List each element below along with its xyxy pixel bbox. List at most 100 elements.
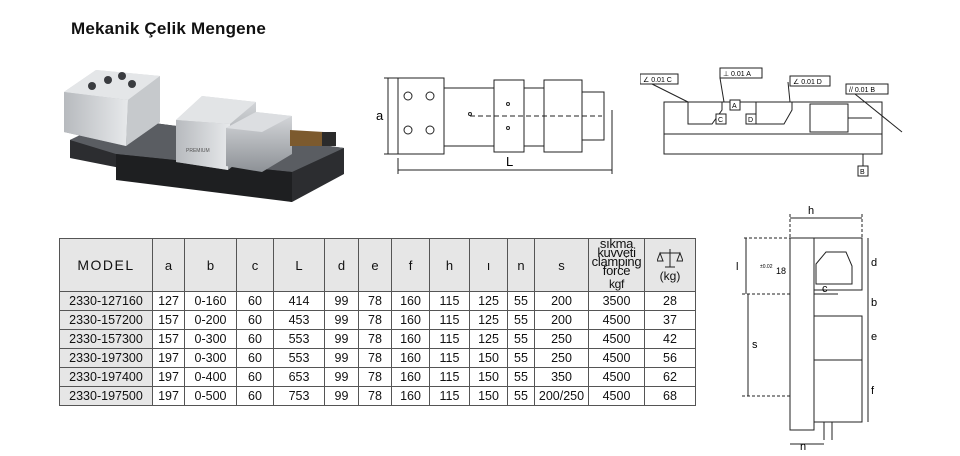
table-cell: 4500 xyxy=(588,310,645,330)
table-cell: 60 xyxy=(236,310,274,330)
table-cell: 78 xyxy=(358,291,392,311)
table-cell: 150 xyxy=(469,348,508,368)
col-header-a: a xyxy=(152,238,185,292)
table-cell: 56 xyxy=(644,348,696,368)
table-cell: 68 xyxy=(644,386,696,406)
table-cell: 160 xyxy=(391,310,430,330)
table-cell: 553 xyxy=(273,329,325,349)
col-header-clamping-force: sıkma kuvveti clamping force kgf xyxy=(588,237,645,292)
table-cell: 150 xyxy=(469,386,508,406)
table-cell: 197 xyxy=(152,348,185,368)
dim-s: s xyxy=(752,339,758,351)
table-cell: 99 xyxy=(324,291,359,311)
table-cell: 197 xyxy=(152,367,185,387)
table-cell: 553 xyxy=(273,348,325,368)
table-cell: 250 xyxy=(534,348,589,368)
table-cell: 125 xyxy=(469,310,508,330)
svg-text:A: A xyxy=(732,103,737,110)
table-cell: 2330-197500 xyxy=(59,386,153,406)
dim-e: e xyxy=(871,331,877,343)
tol-frame-2: ⊥ 0.01 A xyxy=(723,71,751,78)
table-cell: 60 xyxy=(236,329,274,349)
dim-b: b xyxy=(871,297,877,309)
table-cell: 60 xyxy=(236,386,274,406)
side-view-drawing: h l ±0.02 18 c d b e s f n xyxy=(736,205,877,452)
table-cell: 150 xyxy=(469,367,508,387)
col-header-s: s xyxy=(534,238,589,292)
table-cell: 115 xyxy=(429,310,470,330)
table-cell: 0-200 xyxy=(184,310,237,330)
scale-icon xyxy=(657,249,683,268)
table-cell: 0-500 xyxy=(184,386,237,406)
col-header-model: MODEL xyxy=(59,238,153,292)
dim-18: 18 xyxy=(776,266,786,276)
col-header-f: f xyxy=(391,238,430,292)
dim-l: l xyxy=(736,261,738,273)
table-cell: 62 xyxy=(644,367,696,387)
table-cell: 2330-127160 xyxy=(59,291,153,311)
table-cell: 4500 xyxy=(588,329,645,349)
table-cell: 125 xyxy=(469,329,508,349)
table-cell: 200 xyxy=(534,310,589,330)
table-cell: 78 xyxy=(358,329,392,349)
table-cell: 2330-197400 xyxy=(59,367,153,387)
table-cell: 160 xyxy=(391,329,430,349)
table-cell: 115 xyxy=(429,367,470,387)
table-cell: 0-300 xyxy=(184,348,237,368)
spec-table: MODEL a b c L d e f h ı n s sıkma kuvvet… xyxy=(59,237,696,406)
table-cell: 250 xyxy=(534,329,589,349)
table-cell: 2330-197300 xyxy=(59,348,153,368)
table-cell: 453 xyxy=(273,310,325,330)
table-cell: 37 xyxy=(644,310,696,330)
table-cell: 55 xyxy=(507,386,535,406)
table-cell: 414 xyxy=(273,291,325,311)
table-cell: 3500 xyxy=(588,291,645,311)
table-cell: 350 xyxy=(534,367,589,387)
table-cell: 753 xyxy=(273,386,325,406)
col-header-n: n xyxy=(507,238,535,292)
table-cell: 99 xyxy=(324,310,359,330)
table-cell: 78 xyxy=(358,310,392,330)
tol-frame-1: ∠ 0.01 C xyxy=(643,76,672,84)
tol-frame-3: ∠ 0.01 D xyxy=(793,78,822,86)
tolerance-view-drawing: ∠ 0.01 C ⊥ 0.01 A ∠ 0.01 D // 0.01 B A C… xyxy=(640,67,903,177)
dim-d: d xyxy=(871,257,877,269)
table-cell: 160 xyxy=(391,291,430,311)
table-cell: 2330-157300 xyxy=(59,329,153,349)
table-cell: 28 xyxy=(644,291,696,311)
table-cell: 60 xyxy=(236,348,274,368)
table-cell: 55 xyxy=(507,291,535,311)
table-cell: 160 xyxy=(391,367,430,387)
tol-frame-4: // 0.01 B xyxy=(849,87,875,94)
col-header-weight: (kg) xyxy=(644,238,696,292)
table-cell: 157 xyxy=(152,310,185,330)
table-cell: 115 xyxy=(429,386,470,406)
table-cell: 42 xyxy=(644,329,696,349)
dim-f: f xyxy=(871,385,875,397)
table-cell: 160 xyxy=(391,348,430,368)
table-cell: 127 xyxy=(152,291,185,311)
table-cell: 160 xyxy=(391,386,430,406)
table-cell: 125 xyxy=(469,291,508,311)
col-header-L: L xyxy=(273,238,325,292)
table-cell: 99 xyxy=(324,367,359,387)
table-cell: 2330-157200 xyxy=(59,310,153,330)
col-header-d: d xyxy=(324,238,359,292)
page-title: Mekanik Çelik Mengene xyxy=(71,19,267,38)
table-cell: 0-300 xyxy=(184,329,237,349)
col-header-h: h xyxy=(429,238,470,292)
table-cell: 78 xyxy=(358,367,392,387)
table-cell: 99 xyxy=(324,386,359,406)
table-cell: 4500 xyxy=(588,386,645,406)
dim-n: n xyxy=(800,441,806,452)
dim-a-label: a xyxy=(376,108,384,123)
dim-c: c xyxy=(822,283,828,295)
table-cell: 653 xyxy=(273,367,325,387)
table-cell: 78 xyxy=(358,386,392,406)
table-cell: 157 xyxy=(152,329,185,349)
